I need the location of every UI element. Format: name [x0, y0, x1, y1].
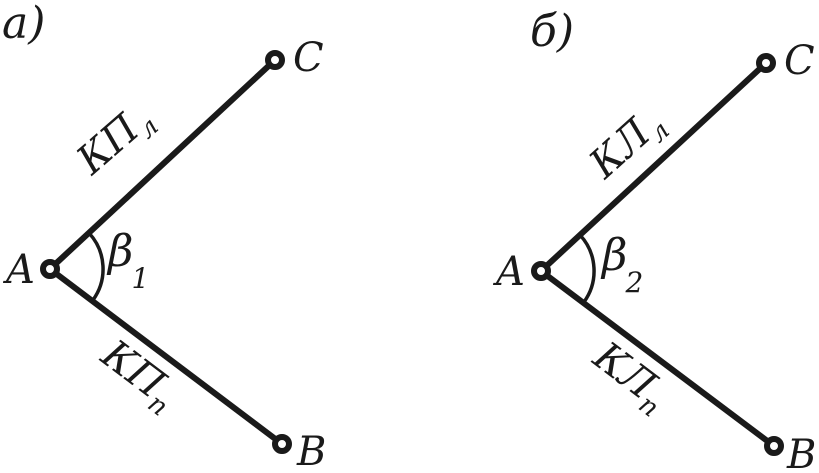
panel-b-ray-ac — [538, 60, 769, 274]
panel-b-vertex-b — [764, 436, 784, 456]
panel-b-ray-ab — [539, 268, 776, 449]
panel-a-label: а) — [2, 0, 45, 49]
panel-a-angle-main: β — [106, 226, 133, 277]
panel-a-ray-ab — [48, 266, 284, 447]
panel-b-side-upper-label: КЛл — [580, 99, 676, 192]
panel-a-vertex-a — [40, 259, 60, 279]
panel-b-point-b-label: B — [786, 432, 816, 473]
panel-b-angle-main: β — [600, 230, 627, 281]
panel-a-point-a-label: A — [2, 247, 35, 293]
panel-b-angle-sub: 2 — [624, 266, 643, 299]
panel-a-side-upper-main: КП — [68, 105, 149, 184]
panel-b-label: б) — [530, 6, 574, 57]
panel-a-angle-arc — [87, 231, 105, 302]
panel-b-vertex-c — [756, 53, 776, 73]
panel-b-point-a-label: A — [492, 249, 525, 295]
panel-a-point-c-label: C — [293, 35, 324, 81]
panel-a-ray-ac — [47, 57, 278, 272]
panel-a-side-lower-label: КПп — [89, 331, 187, 423]
panel-b-angle-arc — [578, 233, 596, 304]
panel-a-angle-sub: 1 — [131, 262, 149, 295]
panel-a-vertex-c — [265, 50, 285, 70]
panel-a-vertex-b — [272, 434, 292, 454]
panel-b-point-c-label: C — [784, 38, 815, 84]
panel-a-point-b-label: B — [296, 429, 326, 473]
panel-b-vertex-a — [531, 261, 551, 281]
panel-b-side-lower-label: КЛп — [581, 333, 678, 424]
